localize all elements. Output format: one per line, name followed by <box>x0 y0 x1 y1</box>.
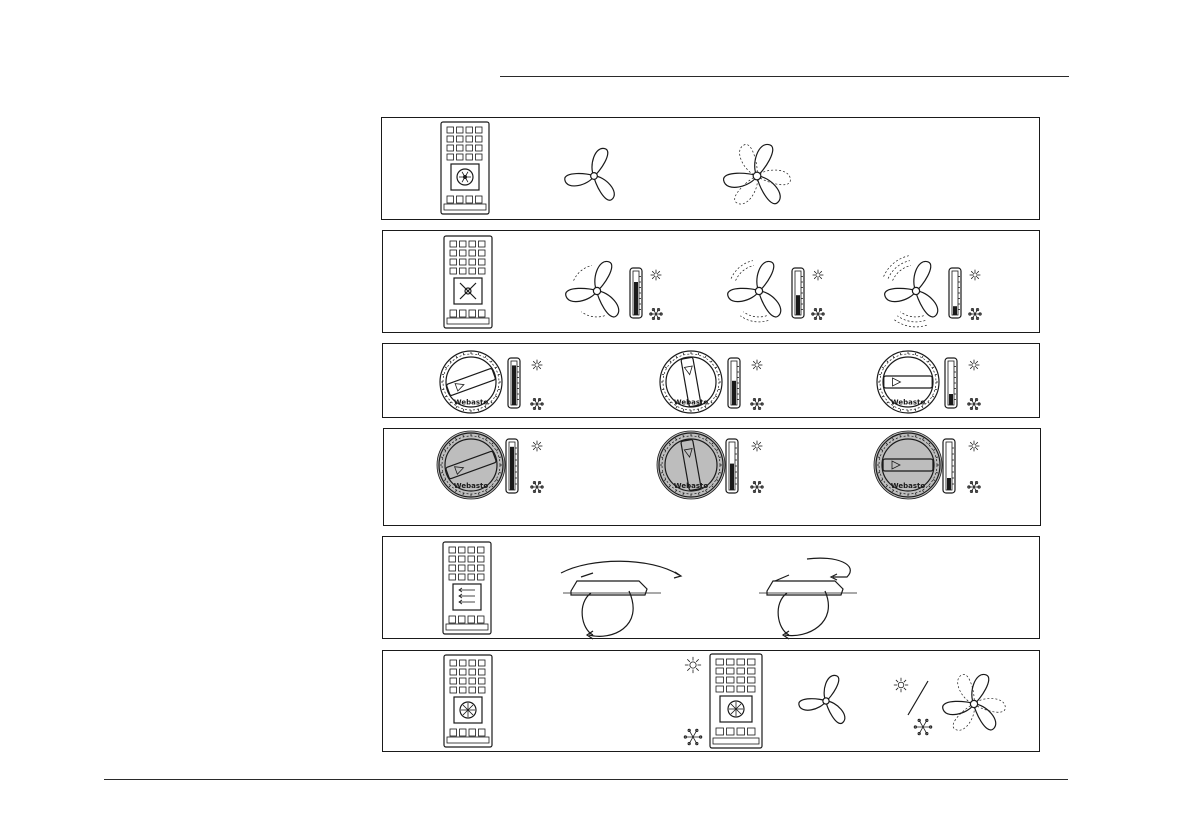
snowflake-icon <box>968 481 981 492</box>
fan-icon <box>727 259 785 319</box>
sun-icon <box>651 270 662 281</box>
thermometer-scale-icon <box>630 268 642 318</box>
speed-arc <box>581 312 604 317</box>
remote-control-icon <box>443 542 491 634</box>
brand-text: Webasto <box>454 482 488 490</box>
sun-icon <box>685 657 701 673</box>
panel-dial-setting-graphic: Webasto Webasto Webasto <box>383 344 1041 419</box>
sun-icon <box>970 270 981 281</box>
panel-dial-setting: Webasto Webasto Webasto <box>382 343 1040 418</box>
fan-icon <box>564 146 618 202</box>
temperature-dial-icon: Webasto <box>657 431 725 499</box>
fan-icon <box>798 673 848 725</box>
remote-control-icon <box>441 122 489 214</box>
footer-rule <box>104 779 1068 780</box>
panel-fan-speed <box>382 230 1040 333</box>
brand-text: Webasto <box>454 398 488 406</box>
speed-arc <box>731 261 753 279</box>
snowflake-icon <box>751 481 764 492</box>
sun-icon <box>532 360 543 371</box>
sun-icon <box>969 441 980 452</box>
sun-icon <box>894 678 908 692</box>
speed-arc <box>888 261 910 279</box>
thermometer-scale-icon <box>508 358 520 408</box>
speed-arc <box>736 266 754 281</box>
snowflake-icon <box>684 729 702 745</box>
thermometer-scale-icon <box>728 358 740 408</box>
snowflake-icon <box>968 398 981 409</box>
speed-arc <box>900 312 923 317</box>
brand-text: Webasto <box>891 398 925 406</box>
remote-control-icon <box>710 654 762 748</box>
thermometer-scale-icon <box>506 439 518 493</box>
panel-dial-ring-setting: Webasto Webasto Webasto <box>383 428 1041 526</box>
panel-auto-mode <box>382 650 1040 752</box>
remote-control-icon <box>444 655 492 747</box>
brand-text: Webasto <box>674 482 708 490</box>
snowflake-icon <box>969 308 982 319</box>
divider-slash <box>908 681 928 715</box>
speed-arc <box>743 312 766 317</box>
temperature-dial-icon: Webasto <box>437 431 505 499</box>
speed-arc <box>574 266 592 281</box>
speed-arc <box>893 266 911 281</box>
panel-dial-ring-setting-graphic: Webasto Webasto Webasto <box>384 429 1042 527</box>
sun-icon <box>969 360 980 371</box>
sun-icon <box>752 441 763 452</box>
speed-arc <box>894 320 926 327</box>
sun-icon <box>532 441 543 452</box>
thermometer-scale-icon <box>943 439 955 493</box>
brand-text: Webasto <box>891 482 925 490</box>
snowflake-icon <box>650 308 663 319</box>
snowflake-icon <box>751 398 764 409</box>
fan-oscillating-icon <box>942 672 1006 734</box>
snowflake-icon <box>531 481 544 492</box>
snowflake-icon <box>531 398 544 409</box>
remote-control-icon <box>444 236 492 328</box>
thermometer-scale-icon <box>792 268 804 318</box>
thermometer-scale-icon <box>949 268 961 318</box>
sun-icon <box>813 270 824 281</box>
thermometer-scale-icon <box>945 358 957 408</box>
header-rule <box>500 76 1069 77</box>
airflow-vent-icon <box>759 558 857 639</box>
temperature-dial-icon: Webasto <box>660 351 722 413</box>
speed-arc <box>884 256 909 277</box>
snowflake-icon <box>812 308 825 319</box>
panel-fan-mode-graphic <box>382 118 1041 221</box>
fan-icon <box>884 259 942 319</box>
temperature-dial-icon: Webasto <box>874 431 942 499</box>
panel-airflow-mode-graphic <box>383 537 1041 640</box>
fan-oscillating-icon <box>723 142 791 208</box>
panel-fan-speed-graphic <box>383 231 1041 334</box>
panel-fan-mode <box>381 117 1040 220</box>
temperature-dial-icon: Webasto <box>440 351 502 413</box>
fan-icon <box>565 259 623 319</box>
sun-icon <box>752 360 763 371</box>
panel-auto-mode-graphic <box>383 651 1041 753</box>
panel-airflow-mode <box>382 536 1040 639</box>
snowflake-icon <box>914 719 932 735</box>
airflow-vent-icon <box>561 561 681 639</box>
temperature-dial-icon: Webasto <box>877 351 939 413</box>
thermometer-scale-icon <box>726 439 738 493</box>
brand-text: Webasto <box>674 398 708 406</box>
